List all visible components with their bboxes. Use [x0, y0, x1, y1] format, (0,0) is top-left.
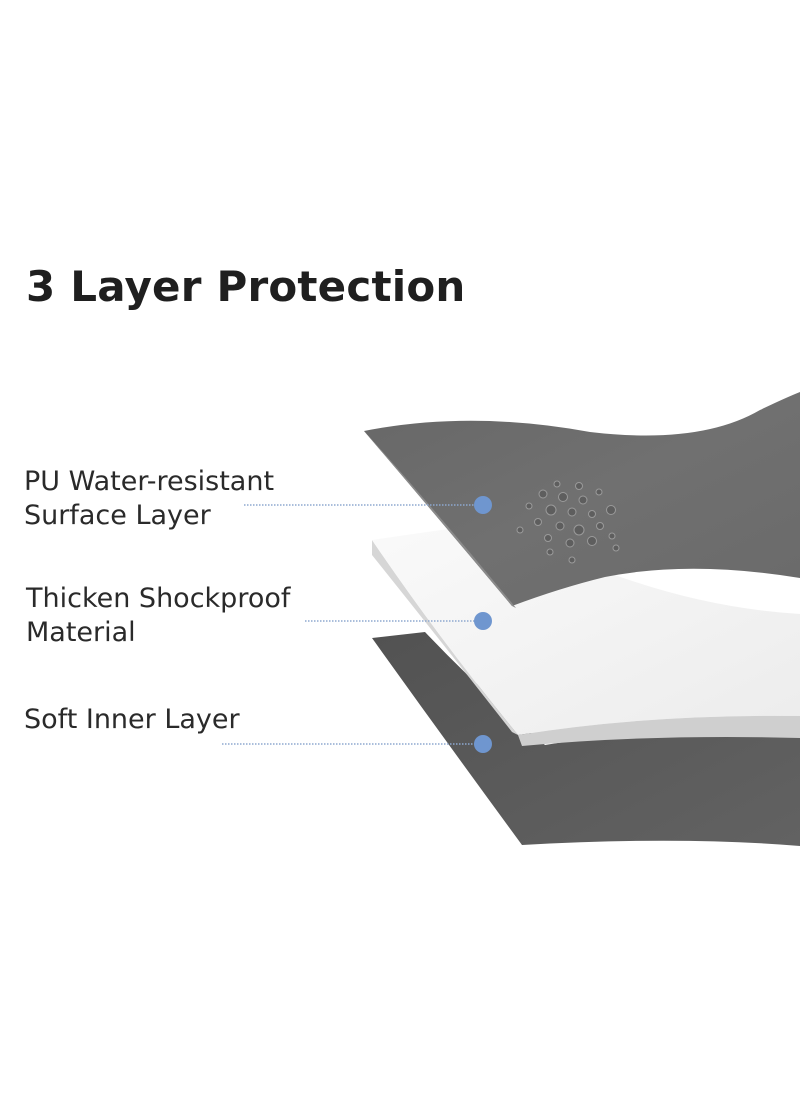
page-title: 3 Layer Protection — [26, 262, 466, 311]
inner-layer-shape — [372, 632, 800, 846]
layer-label-line: Material — [26, 617, 136, 648]
layer-label-line: Surface Layer — [24, 500, 211, 531]
marker-dot-surface — [474, 496, 492, 514]
layer-label-line: Soft Inner Layer — [24, 704, 240, 735]
foam-layer-shape — [372, 522, 800, 735]
layer-label-surface: PU Water-resistant Surface Layer — [24, 465, 274, 533]
marker-dot-shockproof — [474, 612, 492, 630]
layer-label-line: Thicken Shockproof — [26, 583, 291, 614]
marker-dot-inner — [474, 735, 492, 753]
layer-label-line: PU Water-resistant — [24, 466, 275, 497]
water-droplets-icon — [516, 480, 620, 564]
layer-label-inner: Soft Inner Layer — [24, 703, 240, 737]
surface-layer-edge — [364, 431, 516, 608]
layer-label-shockproof: Thicken Shockproof Material — [26, 582, 290, 650]
foam-layer-underside — [518, 715, 800, 746]
